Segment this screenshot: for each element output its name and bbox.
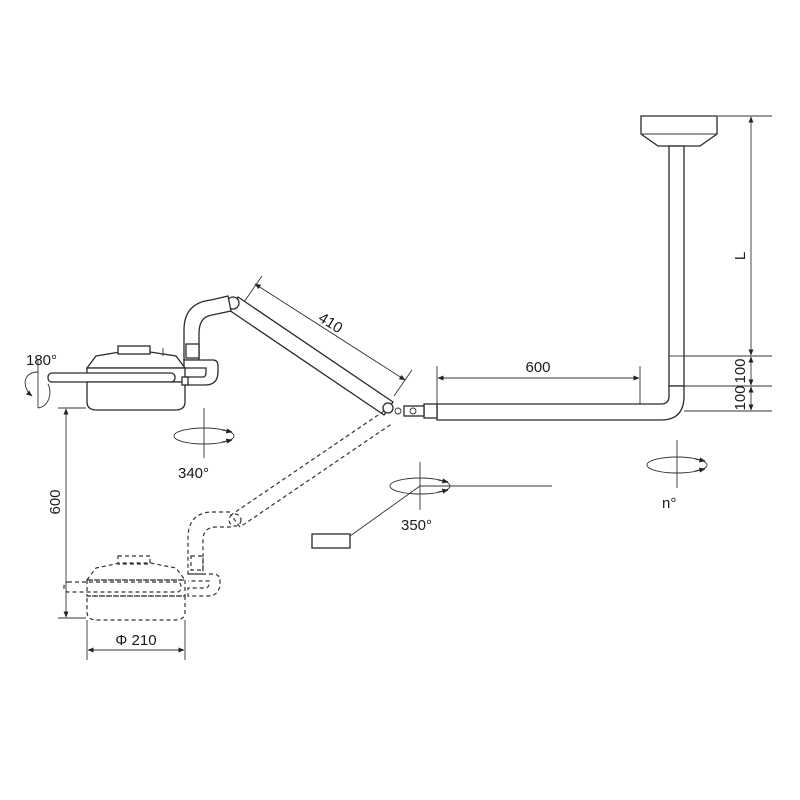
dim-label-diameter: Φ 210 bbox=[115, 632, 156, 649]
dimension-410 bbox=[243, 275, 413, 397]
rotation-label-n: n° bbox=[662, 495, 676, 512]
dim-label-600-horizontal: 600 bbox=[525, 359, 550, 376]
arm-joint bbox=[394, 403, 438, 419]
rotation-label-180: 180° bbox=[26, 352, 57, 369]
dim-label-410: 410 bbox=[315, 309, 345, 337]
lower-lamp-arm-dashed bbox=[187, 410, 394, 597]
indicator-box bbox=[311, 485, 552, 549]
dim-label-600-vertical: 600 bbox=[47, 489, 64, 514]
rotation-label-340: 340° bbox=[178, 465, 209, 482]
lamp-head-upper bbox=[47, 345, 189, 411]
upper-lamp-arm bbox=[183, 295, 394, 416]
rotation-label-350: 350° bbox=[401, 517, 432, 534]
rotation-symbol-340 bbox=[173, 408, 235, 458]
horizontal-arm bbox=[436, 385, 685, 421]
dimension-diameter bbox=[86, 620, 186, 660]
dimension-600-vertical bbox=[58, 407, 86, 619]
rotation-symbol-n bbox=[646, 440, 708, 488]
lamp-head-lower-dashed bbox=[63, 555, 187, 621]
rotation-symbol-180 bbox=[24, 360, 51, 409]
vertical-column bbox=[668, 145, 685, 387]
dim-label-L: L bbox=[732, 252, 749, 260]
ceiling-mount bbox=[640, 115, 718, 147]
dimension-column-right bbox=[684, 115, 772, 412]
dimension-600-horizontal bbox=[436, 366, 641, 404]
dim-label-100-b: 100 bbox=[732, 385, 749, 410]
rotation-symbol-350 bbox=[389, 462, 451, 510]
dim-label-100-a: 100 bbox=[732, 358, 749, 383]
